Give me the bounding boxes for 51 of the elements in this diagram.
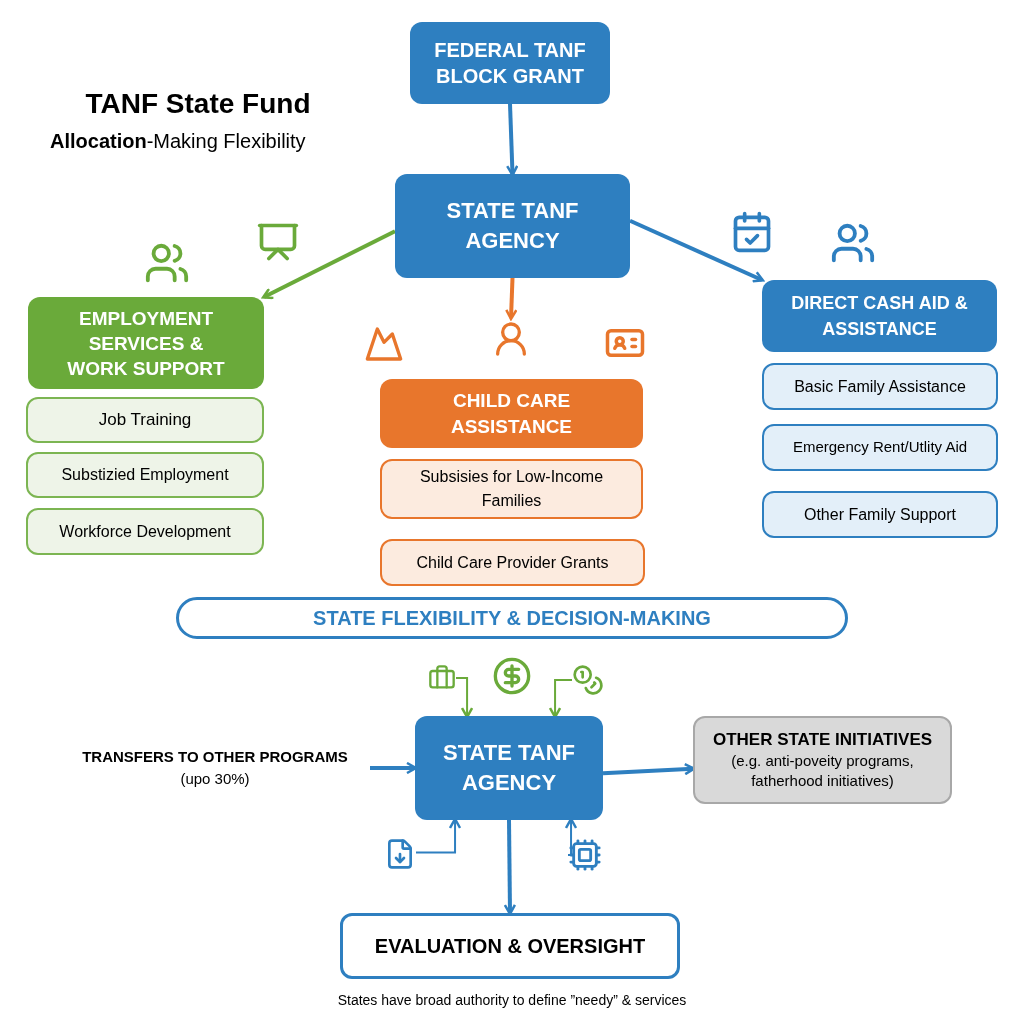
item-text: Other Family Support bbox=[803, 504, 957, 525]
box-title: OTHER STATE INITIATIVES bbox=[712, 729, 933, 751]
box-note: (e.g. anti-poveity programs, fatherhood initiatives) bbox=[730, 751, 915, 791]
item-box bbox=[762, 424, 998, 471]
category-box bbox=[380, 379, 643, 448]
box-title: FEDERAL TANF BLOCK GRANT bbox=[433, 38, 587, 89]
box-title: EVALUATION & OVERSIGHT bbox=[374, 934, 646, 959]
transfer-note: (upo 30%) bbox=[180, 769, 250, 789]
category-box bbox=[28, 297, 264, 389]
category-box bbox=[762, 280, 997, 352]
box-title: DIRECT CASH AID & ASSISTANCE bbox=[790, 292, 969, 341]
banner-text: STATE FLEXIBILITY & DECISION-MAKING bbox=[313, 606, 711, 631]
box-title: STATE TANF AGENCY bbox=[442, 739, 576, 797]
item-text: Child Care Provider Grants bbox=[416, 552, 609, 573]
item-box bbox=[26, 508, 264, 555]
item-text: Subsisies for Low-Income Families bbox=[418, 467, 605, 511]
arrow bbox=[505, 103, 519, 177]
item-text: Workforce Development bbox=[59, 521, 231, 542]
item-text: Basic Family Assistance bbox=[794, 376, 966, 397]
info-box bbox=[693, 716, 952, 804]
diagram-subtitle: Allocation-Making Flexibility bbox=[50, 129, 306, 154]
arrow bbox=[548, 679, 573, 719]
chip-icon bbox=[568, 838, 602, 872]
footnote: States have broad authority to define ”needy” & services bbox=[336, 991, 688, 1010]
item-box bbox=[380, 459, 643, 519]
process-box bbox=[395, 174, 630, 278]
arrow bbox=[261, 229, 396, 300]
item-box bbox=[762, 491, 998, 538]
arrow bbox=[505, 277, 518, 321]
diagram-title: TANF State Fund bbox=[84, 87, 312, 121]
item-box bbox=[26, 452, 264, 498]
box-title: CHILD CARE ASSISTANCE bbox=[449, 388, 574, 439]
arrow bbox=[415, 817, 462, 854]
briefcase-icon bbox=[428, 664, 456, 692]
process-box bbox=[410, 22, 610, 104]
item-box bbox=[762, 363, 998, 410]
item-box bbox=[26, 397, 264, 443]
item-text: Substizied Employment bbox=[61, 465, 229, 485]
outcome-box bbox=[340, 913, 680, 979]
banner-box bbox=[176, 597, 848, 639]
arrow bbox=[629, 218, 765, 283]
item-box bbox=[380, 539, 645, 586]
arrow bbox=[564, 817, 578, 856]
transfer-heading: TRANSFERS TO OTHER PROGRAMS bbox=[82, 747, 348, 767]
item-text: Emergency Rent/Utlity Aid bbox=[792, 437, 968, 458]
arrow bbox=[455, 677, 474, 719]
coins-icon bbox=[572, 664, 604, 696]
box-title: EMPLOYMENT SERVICES & WORK SUPPORT bbox=[66, 306, 226, 381]
item-text: Job Training bbox=[98, 409, 192, 432]
process-box bbox=[415, 716, 603, 820]
box-title: STATE TANF AGENCY bbox=[445, 197, 580, 255]
